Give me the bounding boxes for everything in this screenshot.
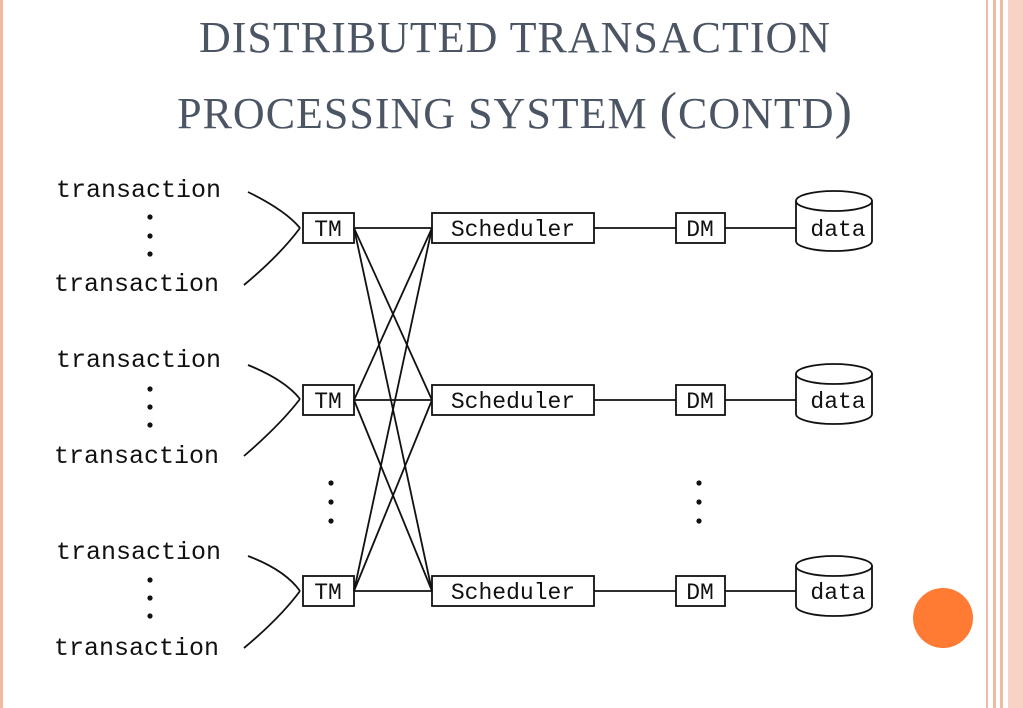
ellipsis-dot [147, 577, 153, 583]
title-paren-open: ( [659, 83, 678, 140]
ellipsis-dot [328, 480, 334, 486]
scheduler-label-1: Scheduler [451, 217, 575, 243]
ellipsis-dot [696, 499, 702, 505]
connector-transaction-2b [243, 398, 301, 457]
ellipsis-dot [328, 518, 334, 524]
right-stripe-line-3 [986, 0, 988, 708]
scheduler-label-3: Scheduler [451, 580, 575, 606]
connector-transaction-3b [243, 590, 301, 649]
transaction-label-2b: transaction [54, 442, 219, 471]
ellipsis-dot [147, 595, 153, 601]
ellipsis-dot [147, 613, 153, 619]
right-stripe-outer [1008, 0, 1023, 708]
connector-transaction-3a [247, 555, 301, 592]
transaction-label-2a: transaction [56, 346, 221, 375]
data-cylinder-1 [795, 201, 873, 252]
data-label-2: data [810, 389, 865, 415]
ellipsis-dot [147, 251, 153, 257]
accent-circle [913, 588, 973, 648]
link-tm2-sched1 [353, 227, 433, 401]
tm-label-2: TM [314, 389, 342, 415]
ellipsis-dot [147, 386, 153, 392]
data-label-1: data [810, 217, 865, 243]
right-stripe-line-1 [1000, 0, 1003, 708]
title-paren-close: ) [834, 83, 853, 140]
data-cylinder-2 [795, 374, 873, 425]
right-stripe-line-2 [993, 0, 996, 708]
data-label-3: data [810, 580, 865, 606]
dm-label-2: DM [686, 389, 714, 415]
slide-title-line-2: PROCESSING SYSTEM (CONTD) [40, 82, 990, 141]
title-line-2-main: PROCESSING SYSTEM [177, 89, 660, 138]
ellipsis-dot [147, 404, 153, 410]
ellipsis-dot [328, 499, 334, 505]
data-cylinder-top-2 [795, 363, 873, 385]
transaction-label-3b: transaction [54, 634, 219, 663]
ellipsis-dot [147, 214, 153, 220]
connector-transaction-1b [243, 227, 301, 286]
dm-label-3: DM [686, 580, 714, 606]
transaction-label-1b: transaction [54, 270, 219, 299]
data-cylinder-3 [795, 566, 873, 617]
ellipsis-dot [147, 233, 153, 239]
link-tm3-sched2 [353, 399, 433, 592]
ellipsis-dot [696, 480, 702, 486]
tm-label-1: TM [314, 217, 342, 243]
scheduler-label-2: Scheduler [451, 389, 575, 415]
connector-transaction-2a [247, 364, 301, 400]
connector-transaction-1a [247, 191, 301, 229]
title-line-2-inner: CONTD [678, 89, 835, 138]
ellipsis-dot [147, 422, 153, 428]
tm-label-3: TM [314, 580, 342, 606]
transaction-label-1a: transaction [56, 176, 221, 205]
link-tm3-sched1 [353, 227, 433, 592]
dm-label-1: DM [686, 217, 714, 243]
slide-title-line-1: DISTRIBUTED TRANSACTION [198, 13, 832, 62]
transaction-label-3a: transaction [56, 538, 221, 567]
data-cylinder-top-3 [795, 555, 873, 577]
ellipsis-dot [696, 518, 702, 524]
data-cylinder-top-1 [795, 190, 873, 212]
